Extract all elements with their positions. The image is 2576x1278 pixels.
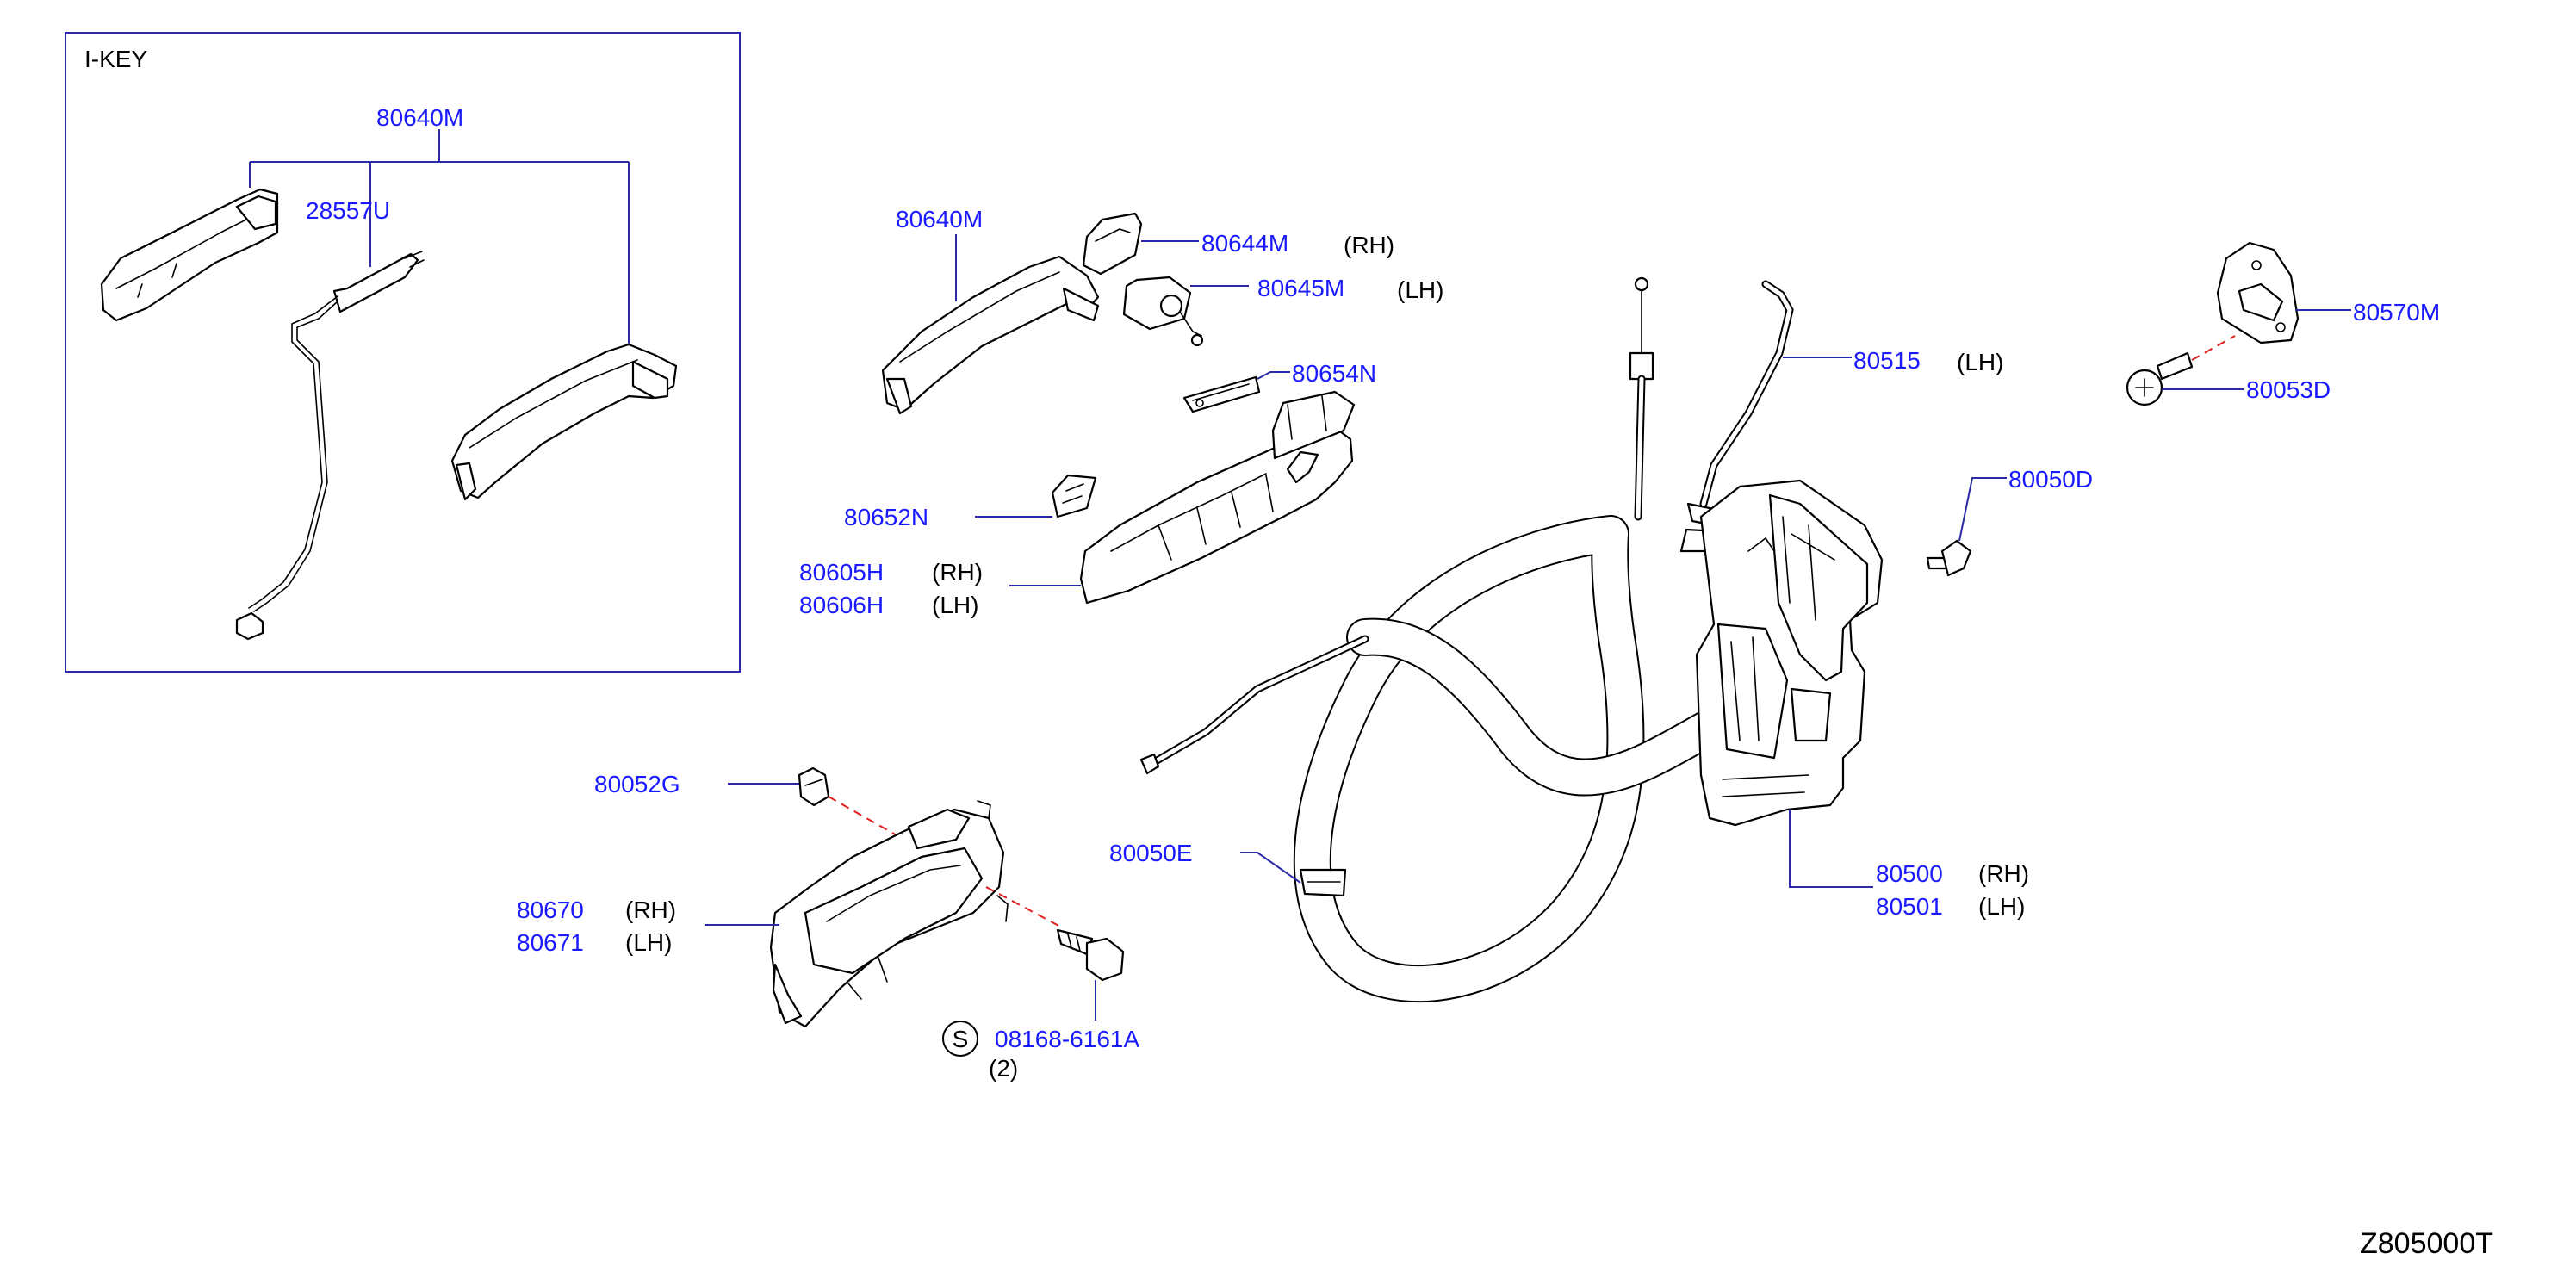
leader-80654N <box>1257 371 1290 380</box>
door-lock-group: 80515 (LH) 80050E <box>1109 276 2093 1003</box>
part-label-80645M[interactable]: 80645M <box>1257 275 1344 301</box>
inside-handle-80670[interactable] <box>769 800 1009 1028</box>
part-label-80501[interactable]: 80501 <box>1876 893 1943 920</box>
guide-80052G <box>828 796 905 841</box>
outside-handle-ikey-left[interactable] <box>100 188 279 322</box>
side-label-80644M-rh: (RH) <box>1344 232 1394 258</box>
part-label-80652N[interactable]: 80652N <box>844 504 928 530</box>
gasket-80654N[interactable] <box>1182 375 1261 413</box>
part-label-80052G[interactable]: 80052G <box>594 771 680 797</box>
part-label-80053D[interactable]: 80053D <box>2246 376 2331 403</box>
part-label-80050E[interactable]: 80050E <box>1109 840 1193 866</box>
striker-80570M[interactable] <box>2216 241 2300 344</box>
part-label-80570M[interactable]: 80570M <box>2353 299 2440 326</box>
part-label-08168-6161A[interactable]: 08168-6161A <box>995 1026 1139 1052</box>
part-label-28557U[interactable]: 28557U <box>306 197 390 224</box>
diagram-id: Z805000T <box>2360 1227 2493 1260</box>
clip-80050E[interactable] <box>1299 868 1347 897</box>
qty-label-08168-6161A: (2) <box>989 1055 1018 1082</box>
leader-80640M-ikey <box>249 129 630 344</box>
side-label-80671-lh: (LH) <box>625 929 672 956</box>
bolt-08168-6161A[interactable] <box>1056 928 1125 982</box>
outside-handle-ikey-right[interactable] <box>450 343 678 501</box>
side-label-80515-lh: (LH) <box>1957 349 2003 375</box>
part-label-80671[interactable]: 80671 <box>517 929 584 956</box>
inside-handle-group: 80052G 80670 (RH) 80671 (LH) S <box>517 766 1139 1082</box>
side-label-80501-lh: (LH) <box>1978 893 2025 920</box>
part-label-80670[interactable]: 80670 <box>517 896 584 923</box>
leader-80050D <box>1958 477 2007 542</box>
gasket-80652N[interactable] <box>1051 474 1097 518</box>
side-label-80645M-lh: (LH) <box>1397 276 1443 303</box>
handle-frame-80605H[interactable] <box>1079 390 1356 605</box>
part-label-80050D[interactable]: 80050D <box>2008 466 2093 493</box>
side-label-80500-rh: (RH) <box>1978 860 2029 887</box>
part-label-80606H[interactable]: 80606H <box>799 592 884 618</box>
leader-80050E <box>1240 852 1301 884</box>
sensor-28557U[interactable] <box>235 251 425 641</box>
part-label-80500[interactable]: 80500 <box>1876 860 1943 887</box>
part-label-80654N[interactable]: 80654N <box>1292 360 1376 387</box>
handle-cap-80644M[interactable] <box>1082 212 1143 276</box>
part-label-80640M-ikey[interactable]: 80640M <box>376 104 463 131</box>
cable-hose[interactable] <box>1293 515 1746 1003</box>
guide-80053D <box>2191 335 2236 361</box>
standard-part-symbol <box>942 1021 978 1057</box>
screw-80053D[interactable] <box>2126 351 2194 406</box>
striker-group: 80570M 80053D <box>2126 241 2440 406</box>
leader-80500 <box>1789 810 1873 888</box>
key-cylinder-80645M[interactable] <box>1122 276 1204 347</box>
standard-part-symbol-letter: S <box>953 1026 969 1052</box>
clip-80052G[interactable] <box>798 766 830 807</box>
side-label-80605H-rh: (RH) <box>932 559 983 586</box>
ikey-box-frame <box>65 32 741 673</box>
grommet-80050D[interactable] <box>1926 539 1972 577</box>
door-lock-80500[interactable] <box>1695 479 1884 827</box>
lock-rod[interactable] <box>1629 276 1654 521</box>
ikey-group: I-KEY 80640M 28557U <box>65 32 741 673</box>
part-label-80605H[interactable]: 80605H <box>799 559 884 586</box>
guide-08168-6161A <box>985 886 1065 929</box>
part-label-80515[interactable]: 80515 <box>1853 347 1921 374</box>
side-label-80670-rh: (RH) <box>625 896 676 923</box>
part-label-80644M[interactable]: 80644M <box>1201 230 1288 257</box>
ikey-box-title: I-KEY <box>84 46 147 72</box>
part-label-80640M[interactable]: 80640M <box>896 206 983 233</box>
side-label-80606H-lh: (LH) <box>932 592 978 618</box>
outside-handle-80640M[interactable] <box>881 255 1100 415</box>
outside-handle-group: 80640M 80644M (RH) 80645M (LH) <box>799 206 1443 618</box>
